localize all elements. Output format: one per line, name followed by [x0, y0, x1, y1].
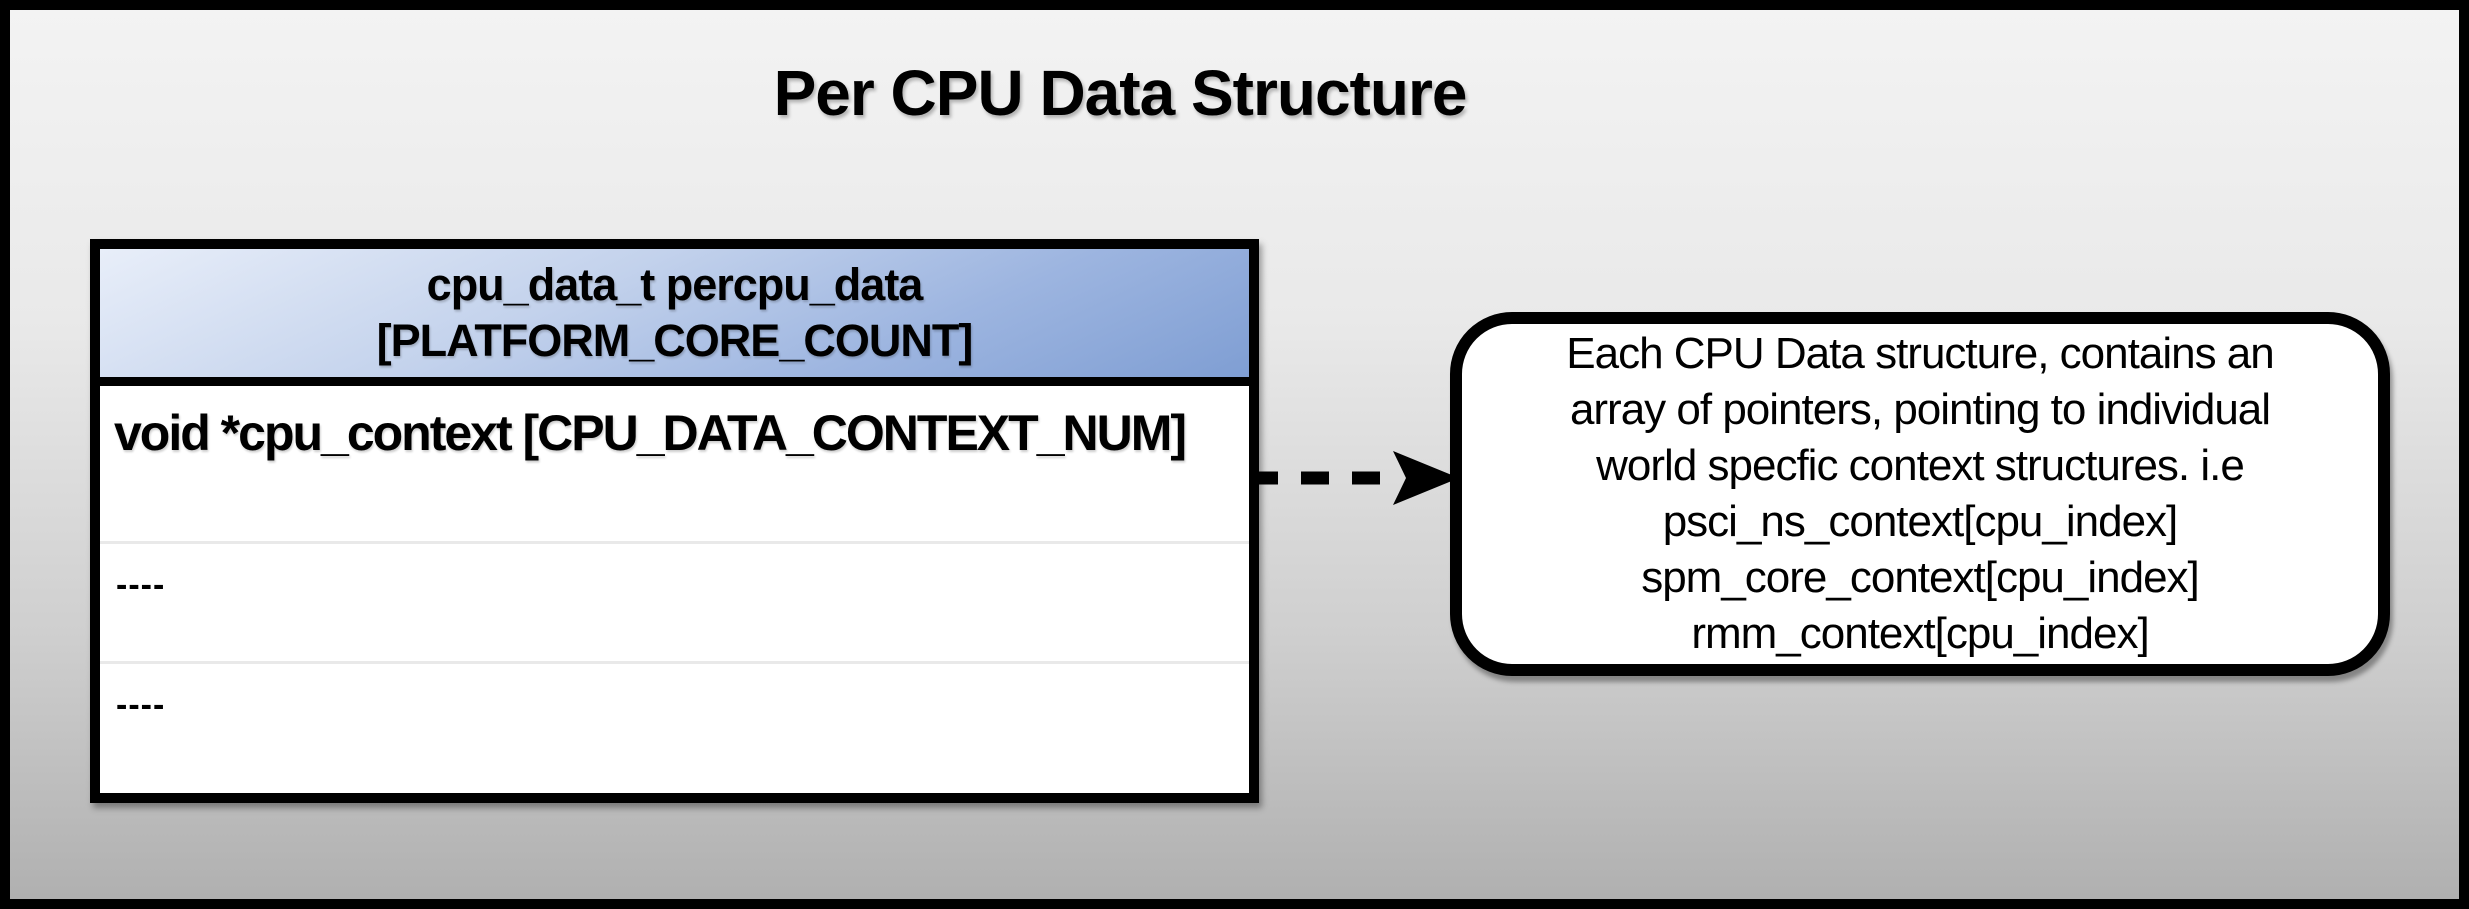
struct-table-header: cpu_data_t percpu_data [PLATFORM_CORE_CO…: [100, 249, 1249, 386]
callout-box: Each CPU Data structure, contains an arr…: [1450, 312, 2390, 676]
table-row-cpu-context: void *cpu_context [CPU_DATA_CONTEXT_NUM]: [100, 386, 1249, 544]
title-container: Per CPU Data Structure: [10, 56, 2230, 130]
callout-line: psci_ns_context[cpu_index]: [1662, 497, 2179, 546]
callout-line: rmm_context[cpu_index]: [1691, 609, 2149, 658]
table-row-placeholder-2: ----: [100, 664, 1249, 773]
callout-line: array of pointers, pointing to individua…: [1569, 385, 2271, 434]
cpu-data-struct-table: cpu_data_t percpu_data [PLATFORM_CORE_CO…: [90, 239, 1259, 803]
struct-header-line-2: [PLATFORM_CORE_COUNT]: [376, 315, 974, 366]
row-label: void *cpu_context [CPU_DATA_CONTEXT_NUM]: [114, 405, 1187, 461]
row-label: ----: [116, 686, 166, 724]
dashed-arrow-icon: [1250, 451, 1459, 505]
callout-line: spm_core_context[cpu_index]: [1641, 553, 2200, 602]
struct-header-line-1: cpu_data_t percpu_data: [426, 259, 924, 310]
callout-line: world specfic context structures. i.e: [1596, 441, 2245, 490]
table-row-placeholder-1: ----: [100, 544, 1249, 664]
callout-line: Each CPU Data structure, contains an: [1566, 329, 2274, 378]
page-title: Per CPU Data Structure: [773, 57, 1468, 129]
row-label: ----: [116, 566, 166, 604]
